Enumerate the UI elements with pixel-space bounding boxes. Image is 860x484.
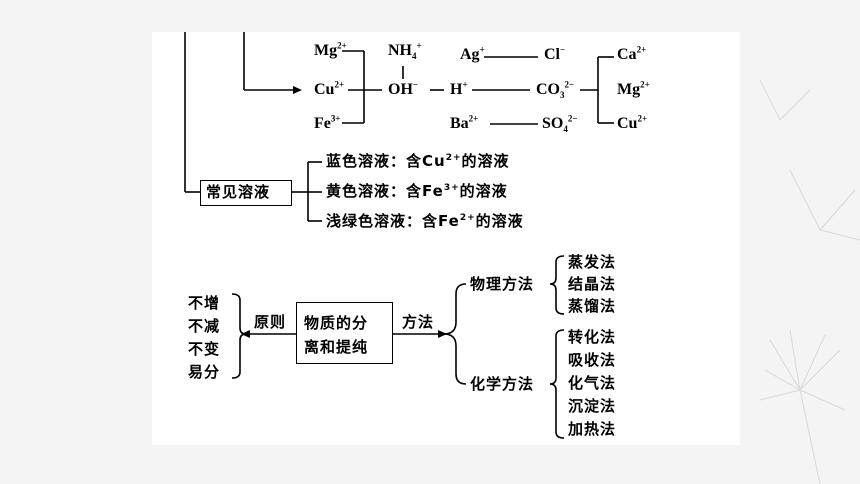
chemical-method-item: 化气法 bbox=[568, 374, 617, 392]
ion-so4: SO42− bbox=[542, 113, 578, 135]
separation-box bbox=[296, 302, 393, 364]
ion-h: H+ bbox=[450, 79, 468, 98]
separation-title-line2: 离和提纯 bbox=[304, 338, 369, 356]
diagram-canvas: Mg2+ Cu2+ Fe3+ NH4+ OH− Ag+ H+ Ba2+ Cl− … bbox=[152, 32, 740, 445]
physical-method-item: 结晶法 bbox=[568, 275, 617, 293]
ion-fe: Fe3+ bbox=[314, 113, 341, 132]
ion-oh: OH− bbox=[388, 79, 419, 98]
principle-item: 易分 bbox=[188, 363, 221, 381]
method-label: 方法 bbox=[402, 313, 435, 331]
ion-cl: Cl− bbox=[544, 44, 566, 63]
chemical-method-item: 吸收法 bbox=[568, 351, 617, 369]
ion-co3: CO32− bbox=[536, 79, 575, 101]
yellow-solution-text: 黄色溶液：含Fe3+的溶液 bbox=[326, 182, 508, 200]
principle-item: 不增 bbox=[188, 294, 221, 312]
ion-ba: Ba2+ bbox=[450, 113, 479, 132]
physical-method-item: 蒸馏法 bbox=[568, 297, 617, 315]
ion-cu-right: Cu2+ bbox=[617, 113, 648, 132]
common-solutions-label: 常见溶液 bbox=[206, 183, 271, 201]
ion-mg-right: Mg2+ bbox=[617, 79, 650, 98]
chemical-methods-label: 化学方法 bbox=[470, 375, 535, 393]
separation-title-line1: 物质的分 bbox=[304, 314, 369, 332]
ion-mg: Mg2+ bbox=[314, 40, 347, 59]
physical-methods-label: 物理方法 bbox=[470, 275, 535, 293]
ion-ca-right: Ca2+ bbox=[617, 44, 647, 63]
pale-green-solution-text: 浅绿色溶液：含Fe2+的溶液 bbox=[326, 212, 524, 230]
ion-ag: Ag+ bbox=[460, 44, 485, 63]
chemical-method-item: 沉淀法 bbox=[568, 397, 617, 415]
connector-lines bbox=[184, 32, 614, 439]
chemical-method-item: 转化法 bbox=[568, 328, 617, 346]
physical-method-item: 蒸发法 bbox=[568, 253, 617, 271]
principle-item: 不变 bbox=[188, 340, 221, 358]
chemical-method-item: 加热法 bbox=[568, 420, 617, 438]
principle-label: 原则 bbox=[254, 313, 287, 331]
blue-solution-text: 蓝色溶液：含Cu2+的溶液 bbox=[326, 152, 510, 170]
ion-nh4: NH4+ bbox=[388, 40, 422, 62]
principle-item: 不减 bbox=[188, 317, 221, 335]
ion-cu: Cu2+ bbox=[314, 79, 345, 98]
common-solutions-box bbox=[200, 180, 292, 206]
